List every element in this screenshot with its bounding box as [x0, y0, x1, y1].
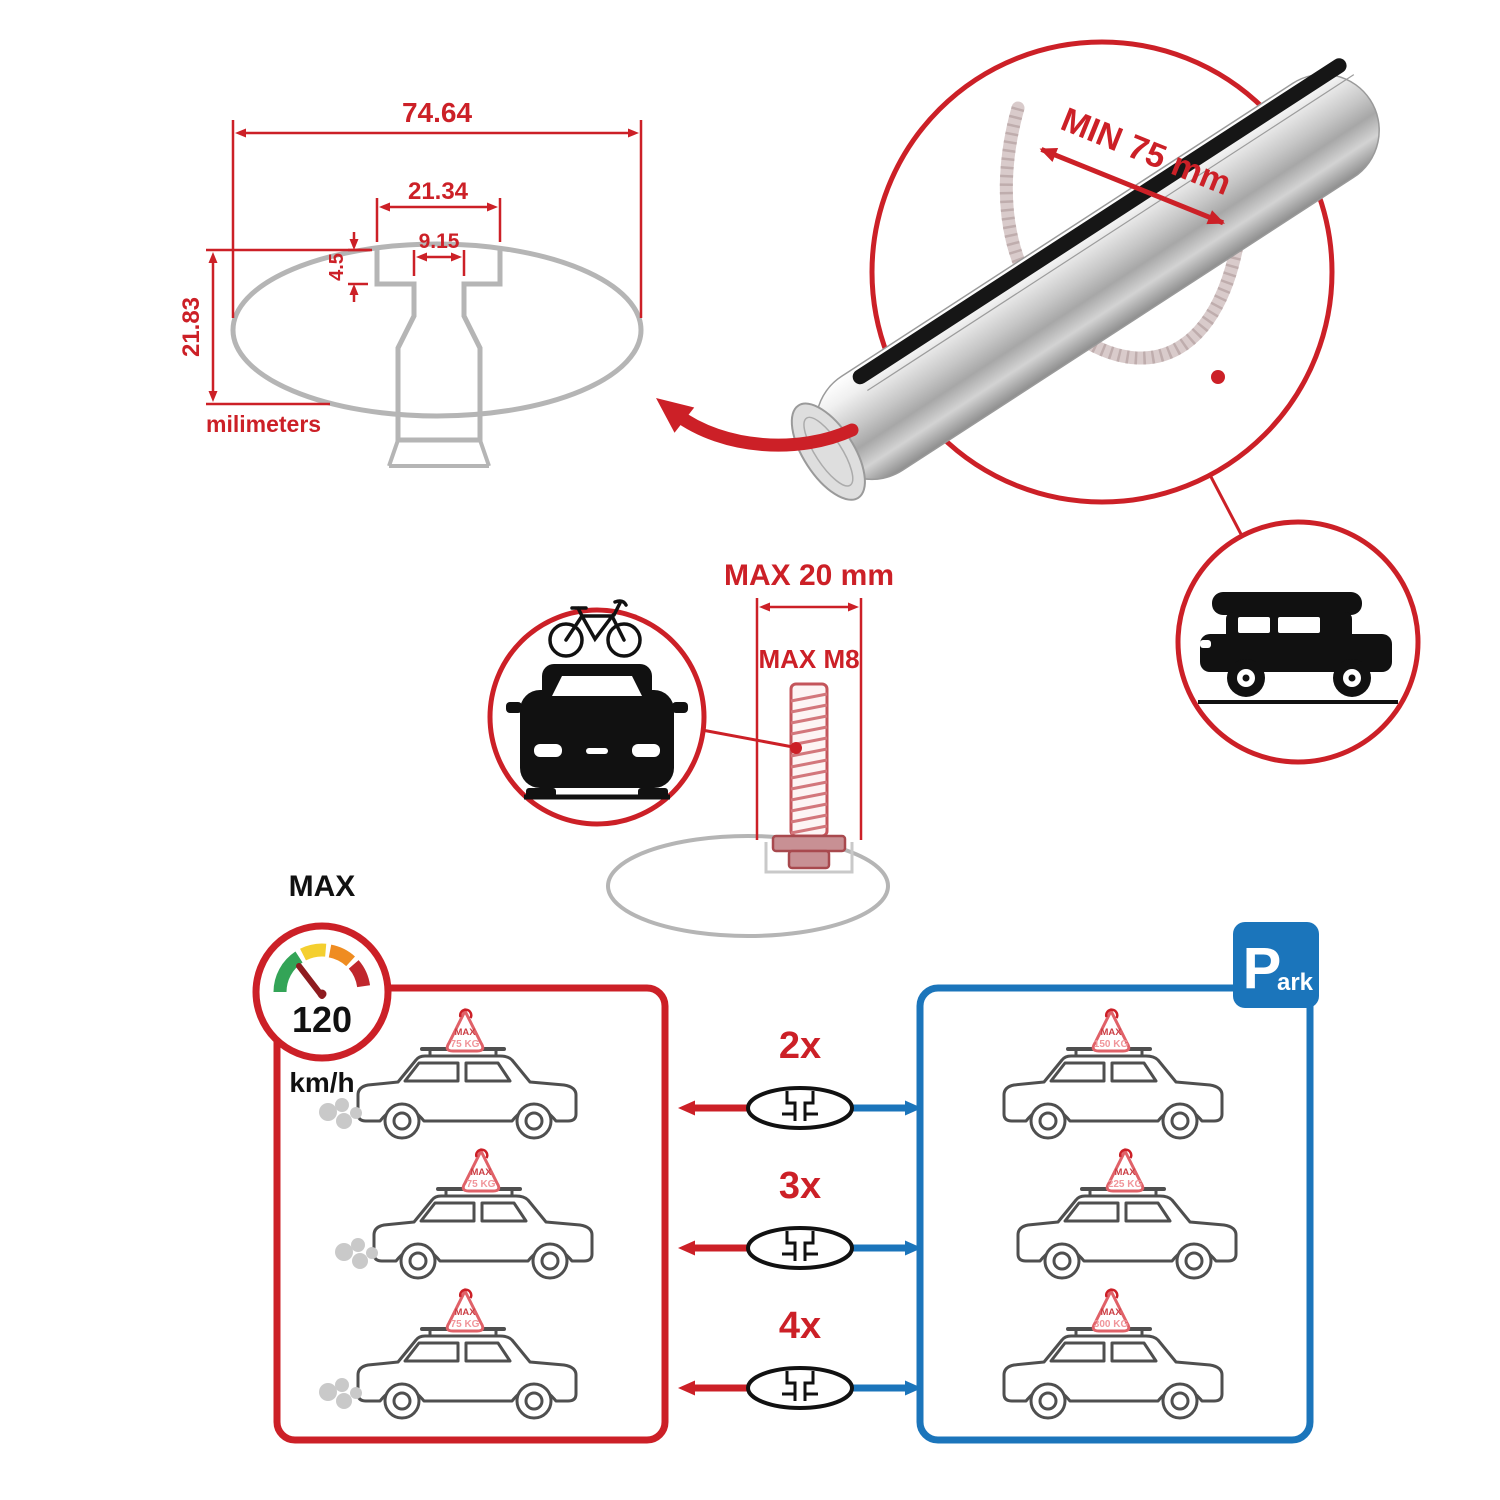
- crossbar-section-icon: [746, 1366, 854, 1410]
- park-sign-ark: ark: [1277, 969, 1314, 996]
- load-value-label: 75 KG: [451, 1039, 480, 1050]
- bolt-spec-section: MAX 20 mm MAX M8: [606, 559, 894, 938]
- curved-pointer-arrow: [669, 407, 859, 452]
- profile-foot: [387, 439, 491, 468]
- load-value-label: 225 KG: [1108, 1179, 1143, 1190]
- bar-count-row-3x: 3x: [678, 1165, 922, 1270]
- roof-load-badge: MAX 225 KG: [1105, 1148, 1145, 1193]
- crossbar-section-icon: [746, 1086, 854, 1130]
- max-width-label: MAX 20 mm: [724, 559, 894, 592]
- dim-slot-inner-label: 9.15: [419, 230, 460, 253]
- park-sign: P ark: [1233, 922, 1319, 1008]
- multiplier-label: 3x: [779, 1165, 821, 1207]
- vehicle-rooftop-callout: [1175, 519, 1421, 765]
- thread-label: MAX M8: [758, 644, 859, 674]
- load-max-label: MAX: [454, 1027, 476, 1038]
- dimension-lines: [206, 120, 643, 406]
- profile-ellipse: [230, 241, 644, 419]
- bolt-pointer-dot: [790, 742, 802, 754]
- gauge-arcs: [273, 943, 371, 993]
- car-front-bike-callout: [487, 599, 707, 827]
- driving-panel-border: [273, 984, 669, 1444]
- parked-car-1: [1002, 1047, 1224, 1140]
- dim-slot-outer-label: 21.34: [408, 178, 469, 205]
- gauge-value: 120: [292, 999, 352, 1040]
- bar-count-row-2x: 2x: [678, 1025, 922, 1130]
- dim-total-width-label: 74.64: [402, 97, 472, 128]
- exhaust-smoke-icon: [335, 1238, 378, 1269]
- parked-car-3: [1002, 1327, 1224, 1420]
- load-value-label: 75 KG: [451, 1319, 480, 1330]
- dim-total-height-label: 21.83: [178, 297, 205, 357]
- profile-tslot-channel: [374, 250, 503, 443]
- load-max-label: MAX: [1114, 1167, 1136, 1178]
- callout-connector-line: [1208, 474, 1244, 537]
- roof-load-badge: MAX 75 KG: [445, 1288, 485, 1333]
- t-bolt-drawing: [771, 682, 847, 870]
- left-arrowhead: [678, 1240, 695, 1256]
- left-arrowhead: [678, 1380, 695, 1396]
- strap-marker-dot: [1211, 370, 1225, 384]
- units-label: milimeters: [206, 411, 321, 437]
- load-max-label: MAX: [1100, 1027, 1122, 1038]
- left-arrowhead: [678, 1100, 695, 1116]
- park-sign-p: P: [1243, 936, 1282, 1001]
- exhaust-smoke-icon: [319, 1098, 362, 1129]
- ghost-slot-walls: [764, 842, 854, 874]
- driving-car-2: [372, 1187, 594, 1280]
- exhaust-smoke-icon: [319, 1378, 362, 1409]
- bar-count-row-4x: 4x: [678, 1305, 922, 1410]
- roof-load-badge: MAX 150 KG: [1091, 1008, 1131, 1053]
- parked-car-2: [1016, 1187, 1238, 1280]
- dim-step-label: 4.5: [326, 253, 348, 281]
- car-front-icon: [506, 664, 688, 798]
- ghost-profile-ellipse: [606, 834, 890, 938]
- suv-with-roofbox-icon: [1200, 592, 1392, 697]
- driving-car-3: [356, 1327, 578, 1420]
- bicycle-icon: [548, 599, 642, 658]
- parking-panel-border: [916, 984, 1314, 1444]
- crossbar-photo-callout: MIN 75 mm: [646, 39, 1380, 537]
- load-max-label: MAX: [454, 1307, 476, 1318]
- multiplier-label: 4x: [779, 1305, 821, 1347]
- gauge-needle: [296, 963, 325, 999]
- crossbar-section-icon: [746, 1226, 854, 1270]
- load-max-label: MAX: [1100, 1307, 1122, 1318]
- roof-load-badge: MAX 75 KG: [445, 1008, 485, 1053]
- driving-car-1: [356, 1047, 578, 1140]
- gauge-units: km/h: [289, 1067, 354, 1098]
- load-value-label: 75 KG: [467, 1179, 496, 1190]
- gauge-title: MAX: [289, 870, 356, 903]
- aluminum-bar: [790, 58, 1380, 501]
- speed-limit-gauge: MAX 120 km/h: [252, 870, 392, 1098]
- load-max-label: MAX: [470, 1167, 492, 1178]
- bolt-dimension-lines: [755, 598, 863, 840]
- load-value-label: 300 KG: [1094, 1319, 1129, 1330]
- multiplier-label: 2x: [779, 1025, 821, 1067]
- crossbar-profile-drawing: 74.64 21.34 9.15 4.5 21.83 milimeters: [178, 97, 644, 468]
- roof-load-badge: MAX 75 KG: [461, 1148, 501, 1193]
- bolt-pointer-line: [701, 728, 794, 749]
- roof-load-badge: MAX 300 KG: [1091, 1288, 1131, 1333]
- load-value-label: 150 KG: [1094, 1039, 1129, 1050]
